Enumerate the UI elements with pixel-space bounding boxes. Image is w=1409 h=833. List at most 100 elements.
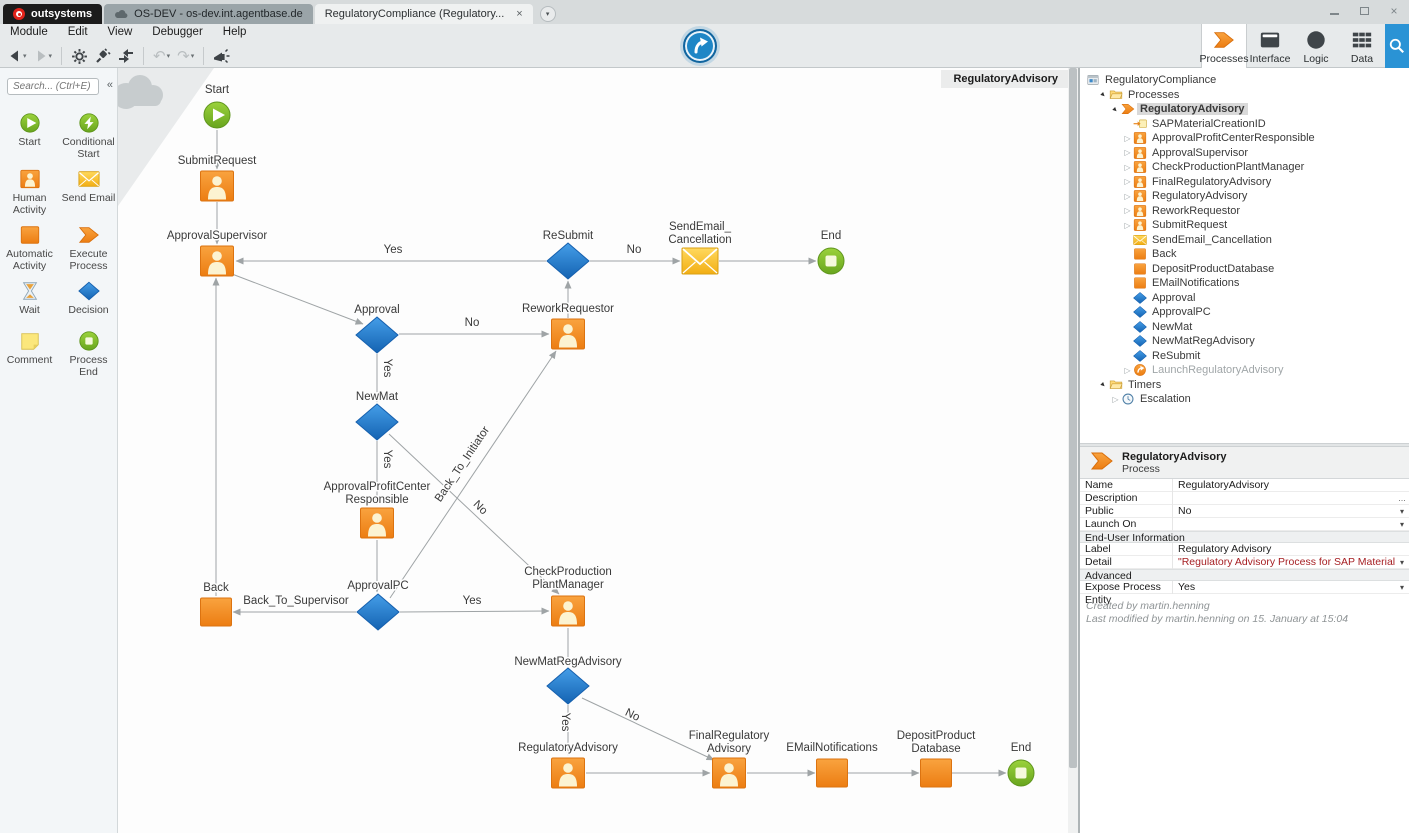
tab-environment[interactable]: OS-DEV - os-dev.int.agentbase.de <box>104 4 313 24</box>
tree-item-SAPMaterialCreationID[interactable]: SAPMaterialCreationID <box>1080 117 1409 132</box>
toolbox-item-process[interactable]: Execute Process <box>59 216 118 272</box>
tree-item-Back[interactable]: Back <box>1080 247 1409 262</box>
flow-node-SendEmail_Cancellation[interactable]: SendEmail_Cancellation <box>667 220 733 275</box>
menu-debugger[interactable]: Debugger <box>152 26 203 38</box>
expand-icon[interactable]: ▷ <box>1124 148 1131 158</box>
close-button[interactable]: × <box>1390 4 1398 18</box>
one-click-publish-button[interactable] <box>683 29 717 63</box>
tree-item-NewMat[interactable]: NewMat <box>1080 320 1409 335</box>
expand-icon[interactable]: ▷ <box>1124 162 1131 172</box>
tree-root-module[interactable]: RegulatoryCompliance <box>1080 73 1409 88</box>
tree-item-Approval[interactable]: Approval <box>1080 291 1409 306</box>
tree-item-SubmitRequest[interactable]: ▷SubmitRequest <box>1080 218 1409 233</box>
dropdown-caret-icon[interactable]: ▾ <box>1399 519 1404 529</box>
flow-node-NewMat[interactable]: NewMat <box>354 390 400 441</box>
tab-data[interactable]: Data <box>1339 24 1385 68</box>
property-value-label[interactable]: Regulatory Advisory <box>1178 543 1272 555</box>
flow-node-ReSubmit[interactable]: ReSubmit <box>541 229 596 280</box>
tree-item-LaunchRegulatoryAdvisory[interactable]: ▷LaunchRegulatoryAdvisory <box>1080 363 1409 378</box>
undo-button[interactable]: ↶▾ <box>153 47 171 65</box>
manage-dependencies-button[interactable] <box>93 45 113 67</box>
flow-node-ApprovalPC[interactable]: ApprovalPC <box>346 579 410 631</box>
tree-item-DepositProductDatabase[interactable]: DepositProductDatabase <box>1080 262 1409 277</box>
toolbox-item-start[interactable]: Start <box>0 104 59 160</box>
canvas-scrollbar-thumb[interactable] <box>1069 68 1077 768</box>
tree-item-Escalation[interactable]: ▷Escalation <box>1080 392 1409 407</box>
flow-node-Start[interactable]: Start <box>203 83 231 129</box>
minimize-button[interactable] <box>1327 4 1341 18</box>
maximize-button[interactable] <box>1357 4 1371 18</box>
tree-properties-splitter[interactable] <box>1080 443 1409 447</box>
toolbox-search-input[interactable] <box>7 78 99 95</box>
flow-node-DepositProductDatabase[interactable]: DepositProductDatabase <box>895 729 978 788</box>
flow-node-NewMatRegAdvisory[interactable]: NewMatRegAdvisory <box>513 655 623 705</box>
tab-logic[interactable]: Logic <box>1293 24 1339 68</box>
expand-icon[interactable]: ▷ <box>1112 394 1119 404</box>
tab-outsystems-home[interactable]: outsystems <box>3 4 103 24</box>
flow-node-FinalRegulatoryAdvisory[interactable]: FinalRegulatoryAdvisory <box>687 729 771 789</box>
expand-icon[interactable]: ▷ <box>1124 365 1131 375</box>
tree-item-ApprovalProfitCenterResponsible[interactable]: ▷ApprovalProfitCenterResponsible <box>1080 131 1409 146</box>
property-section-end-user-information[interactable]: End-User Information <box>1080 531 1409 544</box>
dropdown-caret-icon[interactable]: ▾ <box>1399 582 1404 592</box>
tree-item-CheckProductionPlantManager[interactable]: ▷CheckProductionPlantManager <box>1080 160 1409 175</box>
global-search-button[interactable] <box>1385 24 1409 68</box>
toolbox-item-email[interactable]: Send Email <box>59 160 118 216</box>
toolbox-item-human[interactable]: Human Activity <box>0 160 59 216</box>
dropdown-caret-icon[interactable]: ▾ <box>1399 506 1404 516</box>
tree-item-ApprovalSupervisor[interactable]: ▷ApprovalSupervisor <box>1080 146 1409 161</box>
tree-item-RegulatoryAdvisory[interactable]: ▷RegulatoryAdvisory <box>1080 189 1409 204</box>
tree-item-ApprovalPC[interactable]: ApprovalPC <box>1080 305 1409 320</box>
expand-icon[interactable]: ▷ <box>1124 177 1131 187</box>
feedback-megaphone-button[interactable] <box>211 45 232 67</box>
flow-node-RegulatoryAdvisory[interactable]: RegulatoryAdvisory <box>517 741 620 789</box>
toolbox-item-cstart[interactable]: Conditional Start <box>59 104 118 160</box>
property-value-name[interactable]: RegulatoryAdvisory <box>1178 479 1270 491</box>
canvas-scrollbar[interactable] <box>1068 68 1078 833</box>
collapse-toolbox-icon[interactable]: « <box>106 79 113 91</box>
flow-node-ApprovalProfitCenterResponsible[interactable]: ApprovalProfitCenterResponsible <box>322 480 432 539</box>
toolbox-item-comment[interactable]: Comment <box>0 322 59 378</box>
tab-overflow-button[interactable]: ▾ <box>539 6 556 22</box>
tree-item-NewMatRegAdvisory[interactable]: NewMatRegAdvisory <box>1080 334 1409 349</box>
expand-icon[interactable]: ▷ <box>1124 133 1131 143</box>
redo-button[interactable]: ↷▾ <box>177 47 195 65</box>
toolbox-item-decision[interactable]: Decision <box>59 272 118 322</box>
tree-item-FinalRegulatoryAdvisory[interactable]: ▷FinalRegulatoryAdvisory <box>1080 175 1409 190</box>
tab-module-active[interactable]: RegulatoryCompliance (Regulatory... × <box>314 4 533 24</box>
tree-item-SendEmail_Cancellation[interactable]: SendEmail_Cancellation <box>1080 233 1409 248</box>
expand-icon[interactable]: ▷ <box>1124 220 1131 230</box>
tree-item-Timers[interactable]: ▸Timers <box>1080 378 1409 393</box>
dropdown-caret-icon[interactable]: ▾ <box>1399 557 1404 567</box>
flow-node-ApprovalSupervisor[interactable]: ApprovalSupervisor <box>165 229 269 277</box>
menu-edit[interactable]: Edit <box>67 26 88 38</box>
settings-gear-button[interactable] <box>69 45 90 67</box>
toolbox-item-wait[interactable]: Wait <box>0 272 59 322</box>
property-section-advanced[interactable]: Advanced <box>1080 569 1409 582</box>
nav-forward-button[interactable]: ▾ <box>32 45 55 67</box>
expand-icon[interactable]: ▷ <box>1124 191 1131 201</box>
nav-back-button[interactable]: ▾ <box>6 45 29 67</box>
tree-item-ReworkRequestor[interactable]: ▷ReworkRequestor <box>1080 204 1409 219</box>
flow-node-Back[interactable]: Back <box>200 581 232 627</box>
expand-icon[interactable]: ▷ <box>1124 206 1131 216</box>
tab-close-icon[interactable]: × <box>516 8 523 20</box>
menu-module[interactable]: Module <box>10 26 48 38</box>
tree-item-RegulatoryAdvisory[interactable]: ▸RegulatoryAdvisory <box>1080 102 1409 117</box>
flow-tab-label[interactable]: RegulatoryAdvisory <box>941 70 1068 88</box>
flow-node-SubmitRequest[interactable]: SubmitRequest <box>176 154 259 202</box>
tab-interface[interactable]: Interface <box>1247 24 1293 68</box>
tab-processes[interactable]: Processes <box>1199 24 1249 68</box>
tree-item-ReSubmit[interactable]: ReSubmit <box>1080 349 1409 364</box>
ellipsis-button[interactable]: … <box>1398 493 1406 503</box>
menu-help[interactable]: Help <box>222 26 247 38</box>
toolbox-item-auto[interactable]: Automatic Activity <box>0 216 59 272</box>
flow-node-End2[interactable]: End <box>1007 741 1035 787</box>
toolbox-item-end[interactable]: Process End <box>59 322 118 378</box>
flow-node-ReworkRequestor[interactable]: ReworkRequestor <box>520 302 616 350</box>
property-value-detail[interactable]: "Regulatory Advisory Process for SAP Mat… <box>1178 556 1395 568</box>
refresh-data-button[interactable] <box>116 45 136 67</box>
flow-node-Approval[interactable]: Approval <box>353 303 401 354</box>
flow-node-End[interactable]: End <box>817 229 845 275</box>
